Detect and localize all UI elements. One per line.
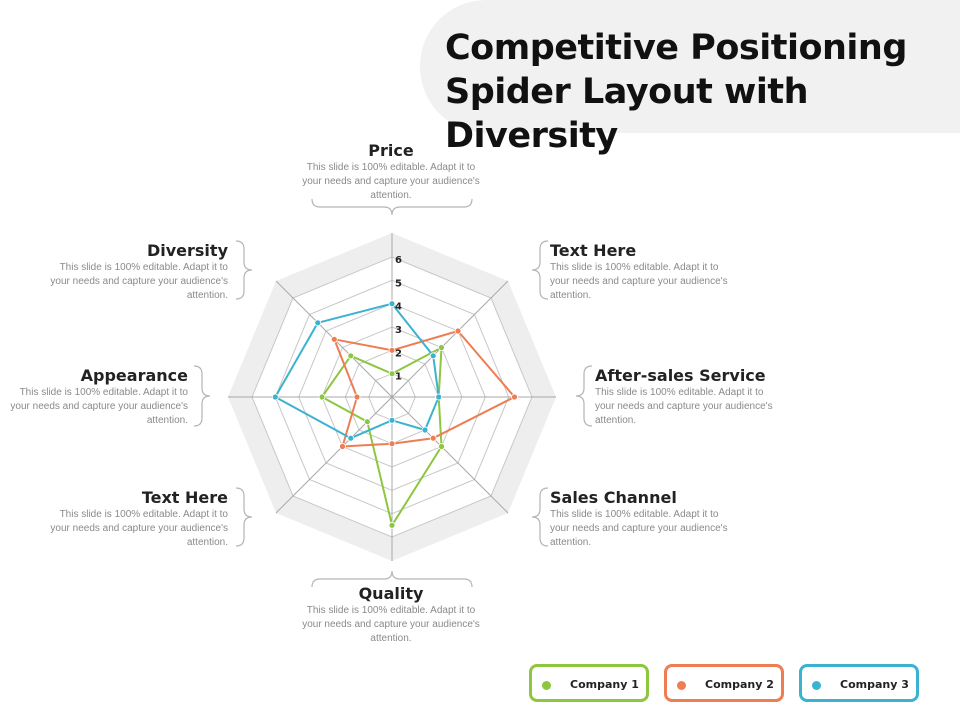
bracket-after-sales bbox=[575, 365, 593, 427]
data-point-company-1-4 bbox=[388, 521, 396, 529]
data-point-company-2-3 bbox=[429, 434, 437, 442]
data-point-company-1-1 bbox=[438, 344, 445, 351]
tick-label-3: 3 bbox=[395, 325, 402, 336]
label-brackets bbox=[193, 198, 593, 588]
legend-company-3: Company 3 bbox=[799, 664, 919, 702]
legend-label-company-1: Company 1 bbox=[570, 678, 639, 691]
legend-dot-company-1 bbox=[542, 681, 551, 690]
data-point-company-1-3 bbox=[438, 443, 445, 450]
axis-label-diversity: Diversity This slide is 100% editable. A… bbox=[48, 241, 228, 303]
data-point-company-2-6 bbox=[353, 393, 361, 401]
title-line-2: Spider Layout with Diversity bbox=[445, 72, 809, 156]
axis-label-price: Price This slide is 100% editable. Adapt… bbox=[302, 141, 480, 203]
axis-heading-sales-channel: Sales Channel bbox=[550, 488, 677, 507]
axis-line-5 bbox=[275, 396, 393, 514]
axis-desc-text-here-1: This slide is 100% editable. Adapt it to… bbox=[550, 262, 728, 301]
data-point-company-3-1 bbox=[429, 352, 437, 360]
axis-desc-diversity: This slide is 100% editable. Adapt it to… bbox=[50, 262, 228, 301]
tick-label-5: 5 bbox=[395, 278, 402, 289]
bracket-text-here-2 bbox=[235, 487, 253, 547]
data-point-company-3-7 bbox=[314, 319, 322, 327]
axis-desc-text-here-2: This slide is 100% editable. Adapt it to… bbox=[50, 509, 228, 548]
bracket-diversity bbox=[235, 240, 253, 300]
axis-label-quality: Quality This slide is 100% editable. Ada… bbox=[302, 584, 480, 646]
axis-desc-quality: This slide is 100% editable. Adapt it to… bbox=[302, 605, 480, 644]
axis-heading-diversity: Diversity bbox=[146, 241, 228, 260]
data-point-company-3-6 bbox=[271, 393, 279, 401]
axis-line-1 bbox=[391, 280, 509, 398]
axis-desc-after-sales: This slide is 100% editable. Adapt it to… bbox=[595, 387, 773, 426]
axis-desc-sales-channel: This slide is 100% editable. Adapt it to… bbox=[550, 509, 728, 548]
tick-label-1: 1 bbox=[395, 372, 402, 383]
data-point-company-2-1 bbox=[454, 327, 462, 335]
bracket-text-here-1 bbox=[531, 240, 549, 300]
bracket-price bbox=[311, 198, 473, 216]
legend-company-2: Company 2 bbox=[664, 664, 784, 702]
axis-heading-after-sales: After-sales Service bbox=[595, 366, 766, 385]
data-point-company-2-0 bbox=[388, 346, 396, 354]
axis-heading-text-here-2: Text Here bbox=[141, 488, 228, 507]
data-point-company-2-4 bbox=[388, 440, 396, 448]
data-point-company-2-7 bbox=[330, 335, 338, 343]
axis-heading-appearance: Appearance bbox=[80, 366, 188, 385]
bracket-sales-channel bbox=[531, 487, 549, 547]
data-point-company-2-2 bbox=[511, 393, 518, 401]
tick-label-6: 6 bbox=[395, 255, 402, 266]
data-point-company-3-0 bbox=[388, 300, 396, 308]
data-point-company-3-4 bbox=[388, 416, 396, 424]
axis-heading-quality: Quality bbox=[358, 584, 424, 603]
axis-heading-price: Price bbox=[368, 141, 414, 160]
legend-company-1: Company 1 bbox=[529, 664, 649, 702]
radial-tick-labels: 1 2 3 4 5 6 bbox=[395, 255, 402, 383]
data-point-company-1-5 bbox=[363, 418, 371, 426]
axis-label-text-here-2: Text Here This slide is 100% editable. A… bbox=[48, 488, 228, 550]
legend-label-company-2: Company 2 bbox=[705, 678, 774, 691]
axis-label-appearance: Appearance This slide is 100% editable. … bbox=[8, 366, 188, 428]
axis-label-after-sales: After-sales Service This slide is 100% e… bbox=[595, 366, 775, 428]
page-title: Competitive Positioning Spider Layout wi… bbox=[445, 26, 955, 158]
axis-heading-text-here-1: Text Here bbox=[550, 241, 637, 260]
data-point-company-2-5 bbox=[339, 443, 346, 450]
legend-dot-company-2 bbox=[677, 681, 686, 690]
data-point-company-1-7 bbox=[347, 352, 355, 360]
title-background bbox=[420, 0, 960, 133]
tick-label-4: 4 bbox=[395, 302, 402, 313]
data-point-company-3-2 bbox=[435, 393, 443, 401]
data-point-company-1-0 bbox=[388, 370, 396, 378]
legend-dot-company-3 bbox=[812, 681, 821, 690]
axis-desc-appearance: This slide is 100% editable. Adapt it to… bbox=[10, 387, 188, 426]
bracket-quality bbox=[311, 570, 473, 588]
axis-desc-price: This slide is 100% editable. Adapt it to… bbox=[302, 162, 480, 201]
data-point-company-3-3 bbox=[421, 426, 429, 434]
data-point-company-3-5 bbox=[347, 434, 355, 442]
tick-label-2: 2 bbox=[395, 348, 402, 359]
legend-label-company-3: Company 3 bbox=[840, 678, 909, 691]
axis-label-text-here-1: Text Here This slide is 100% editable. A… bbox=[550, 241, 730, 303]
bracket-appearance bbox=[193, 365, 211, 427]
data-point-company-1-6 bbox=[318, 393, 326, 401]
title-line-1: Competitive Positioning bbox=[445, 28, 907, 68]
radar-series bbox=[271, 300, 518, 529]
axis-line-3 bbox=[391, 396, 509, 514]
axis-label-sales-channel: Sales Channel This slide is 100% editabl… bbox=[550, 488, 730, 550]
